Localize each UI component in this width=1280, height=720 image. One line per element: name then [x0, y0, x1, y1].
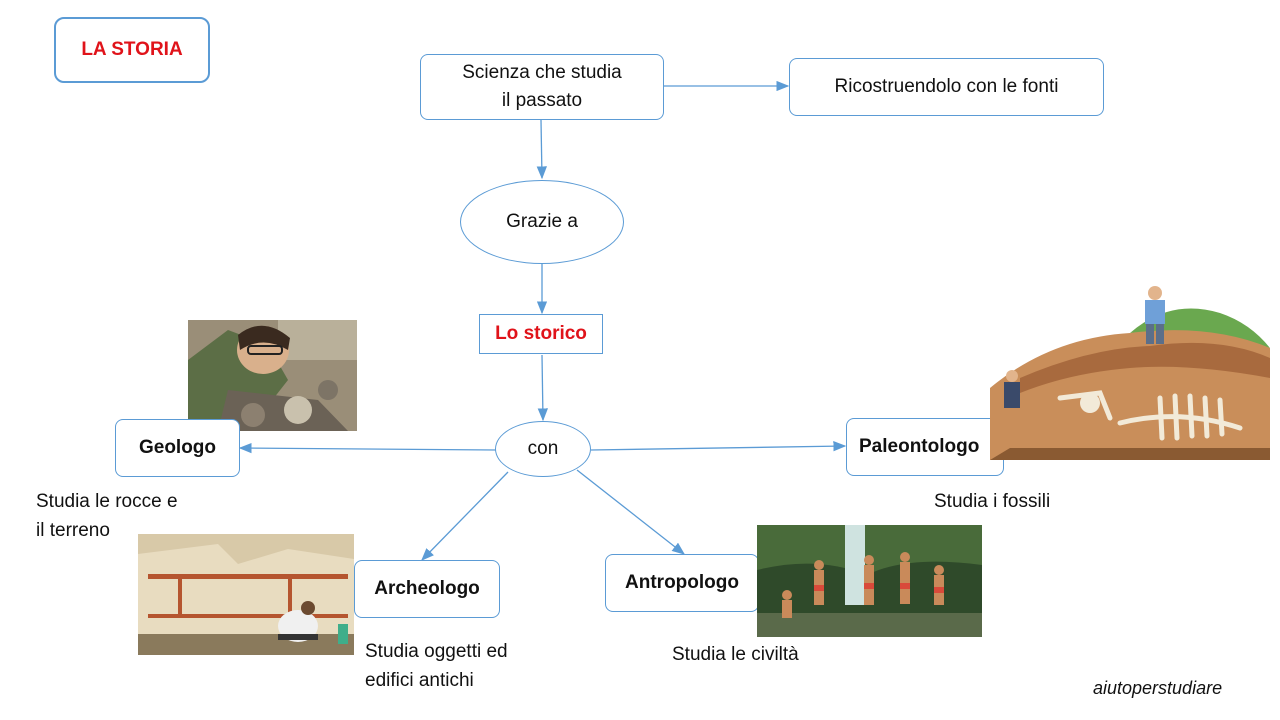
- node-geologo-label: Geologo: [138, 437, 217, 458]
- node-archeologo-label: Archeologo: [374, 578, 480, 599]
- arrow-scienza-grazie: [536, 119, 547, 180]
- node-paleontologo-label: Paleontologo: [859, 436, 980, 457]
- node-scienza-label: Scienza che studia il passato: [462, 62, 622, 111]
- geologo-description: Studia le rocce e il terreno: [36, 491, 178, 541]
- antropologo-description: Studia le civiltà: [672, 644, 799, 665]
- archeologo-photo: [138, 534, 354, 655]
- arrow-con-paleontologo: [590, 440, 847, 452]
- arrow-con-antropologo: [576, 469, 686, 555]
- credit-text: aiutoperstudiare: [1093, 678, 1223, 698]
- arrow-storico-con: [537, 354, 549, 422]
- node-storico: Lo storico: [479, 314, 603, 354]
- node-con: con: [495, 421, 591, 477]
- archeologo-description: Studia oggetti ed edifici antichi: [365, 641, 508, 691]
- paleontologo-description: Studia i fossili: [934, 491, 1051, 512]
- node-paleontologo: Paleontologo: [846, 418, 1004, 476]
- arrow-con-archeologo: [421, 471, 509, 561]
- node-con-label: con: [527, 438, 559, 459]
- node-storico-label: Lo storico: [495, 323, 587, 344]
- node-geologo: Geologo: [115, 419, 240, 477]
- node-archeologo: Archeologo: [354, 560, 500, 618]
- node-ricostruendo-label: Ricostruendolo con le fonti: [834, 76, 1059, 97]
- node-grazie: Grazie a: [460, 180, 624, 264]
- page-title: LA STORIA: [81, 39, 183, 60]
- antropologo-photo: [757, 525, 982, 637]
- arrow-con-geologo: [238, 442, 497, 454]
- node-grazie-label: Grazie a: [506, 211, 578, 232]
- node-antropologo: Antropologo: [605, 554, 759, 612]
- node-scienza: Scienza che studia il passato: [420, 54, 664, 120]
- geologo-photo: [188, 320, 357, 431]
- node-ricostruendo: Ricostruendolo con le fonti: [789, 58, 1104, 116]
- node-antropologo-label: Antropologo: [625, 572, 739, 593]
- title-box: LA STORIA: [54, 17, 210, 83]
- paleontologo-photo: [990, 278, 1270, 460]
